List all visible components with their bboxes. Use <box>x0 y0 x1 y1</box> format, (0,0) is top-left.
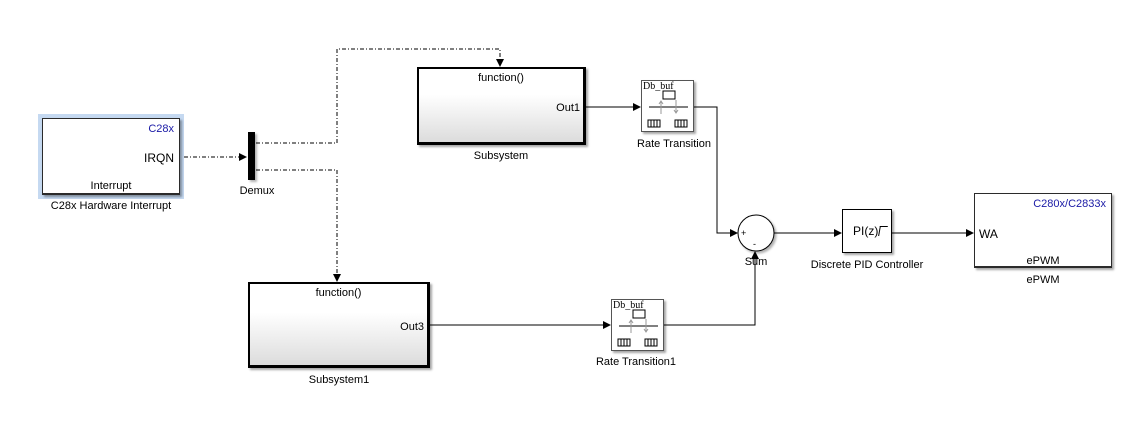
subsystem1-block[interactable]: function() Out3 <box>248 282 430 368</box>
rate-transition-block[interactable]: Db_buf <box>641 80 694 132</box>
pid-controller-block[interactable]: PI(z) <box>842 209 892 253</box>
pid-controller-block-name[interactable]: Discrete PID Controller <box>810 259 924 271</box>
subsystem1-out-label: Out3 <box>400 321 424 333</box>
sum-minus-sign: - <box>753 239 756 249</box>
line-demux-to-subsystem1[interactable] <box>256 169 341 282</box>
subsystem-block-name[interactable]: Subsystem <box>473 150 529 162</box>
rate-transition1-block-name[interactable]: Rate Transition1 <box>595 356 677 368</box>
subsystem1-block-name[interactable]: Subsystem1 <box>308 374 370 386</box>
rate-transition-block-name[interactable]: Rate Transition <box>637 138 711 150</box>
interrupt-inner-label: Interrupt <box>90 180 132 192</box>
interrupt-target-label: C28x <box>148 123 174 135</box>
demux-block-name[interactable]: Demux <box>239 185 275 197</box>
rate-transition1-icon-label: Db_buf <box>613 300 644 311</box>
rate-transition1-block[interactable]: Db_buf <box>611 299 664 351</box>
interrupt-block[interactable]: C28x IRQN Interrupt <box>42 118 180 195</box>
line-rate-transition1-to-sum[interactable] <box>664 251 759 326</box>
epwm-target-label: C280x/C2833x <box>1033 198 1106 210</box>
epwm-port-label: WA <box>979 227 998 241</box>
subsystem-block[interactable]: function() Out1 <box>417 67 586 145</box>
subsystem-out-label: Out1 <box>556 102 580 114</box>
rate-transition-icon-label: Db_buf <box>643 81 674 92</box>
interrupt-port-label: IRQN <box>144 151 174 165</box>
pid-icon-label: PI(z) <box>853 224 889 238</box>
epwm-inner-label: ePWM <box>1026 255 1060 267</box>
pid-icon-text: PI(z) <box>853 224 879 238</box>
subsystem-trigger-label: function() <box>478 72 524 84</box>
epwm-block[interactable]: C280x/C2833x WA ePWM <box>974 193 1112 268</box>
interrupt-block-name[interactable]: C28x Hardware Interrupt <box>50 200 172 212</box>
sum-block[interactable] <box>737 214 775 252</box>
sum-block-name[interactable]: Sum <box>744 256 768 268</box>
pid-step-icon <box>878 226 889 236</box>
rate-transition-icon <box>647 90 688 128</box>
rate-transition1-icon <box>617 309 658 347</box>
line-demux-to-subsystem[interactable] <box>256 48 504 144</box>
subsystem1-trigger-label: function() <box>315 287 362 299</box>
demux-block[interactable] <box>248 132 255 180</box>
line-rate-transition-to-sum[interactable] <box>694 106 738 237</box>
sum-plus-sign: + <box>741 228 747 238</box>
epwm-block-name[interactable]: ePWM <box>1026 274 1060 286</box>
